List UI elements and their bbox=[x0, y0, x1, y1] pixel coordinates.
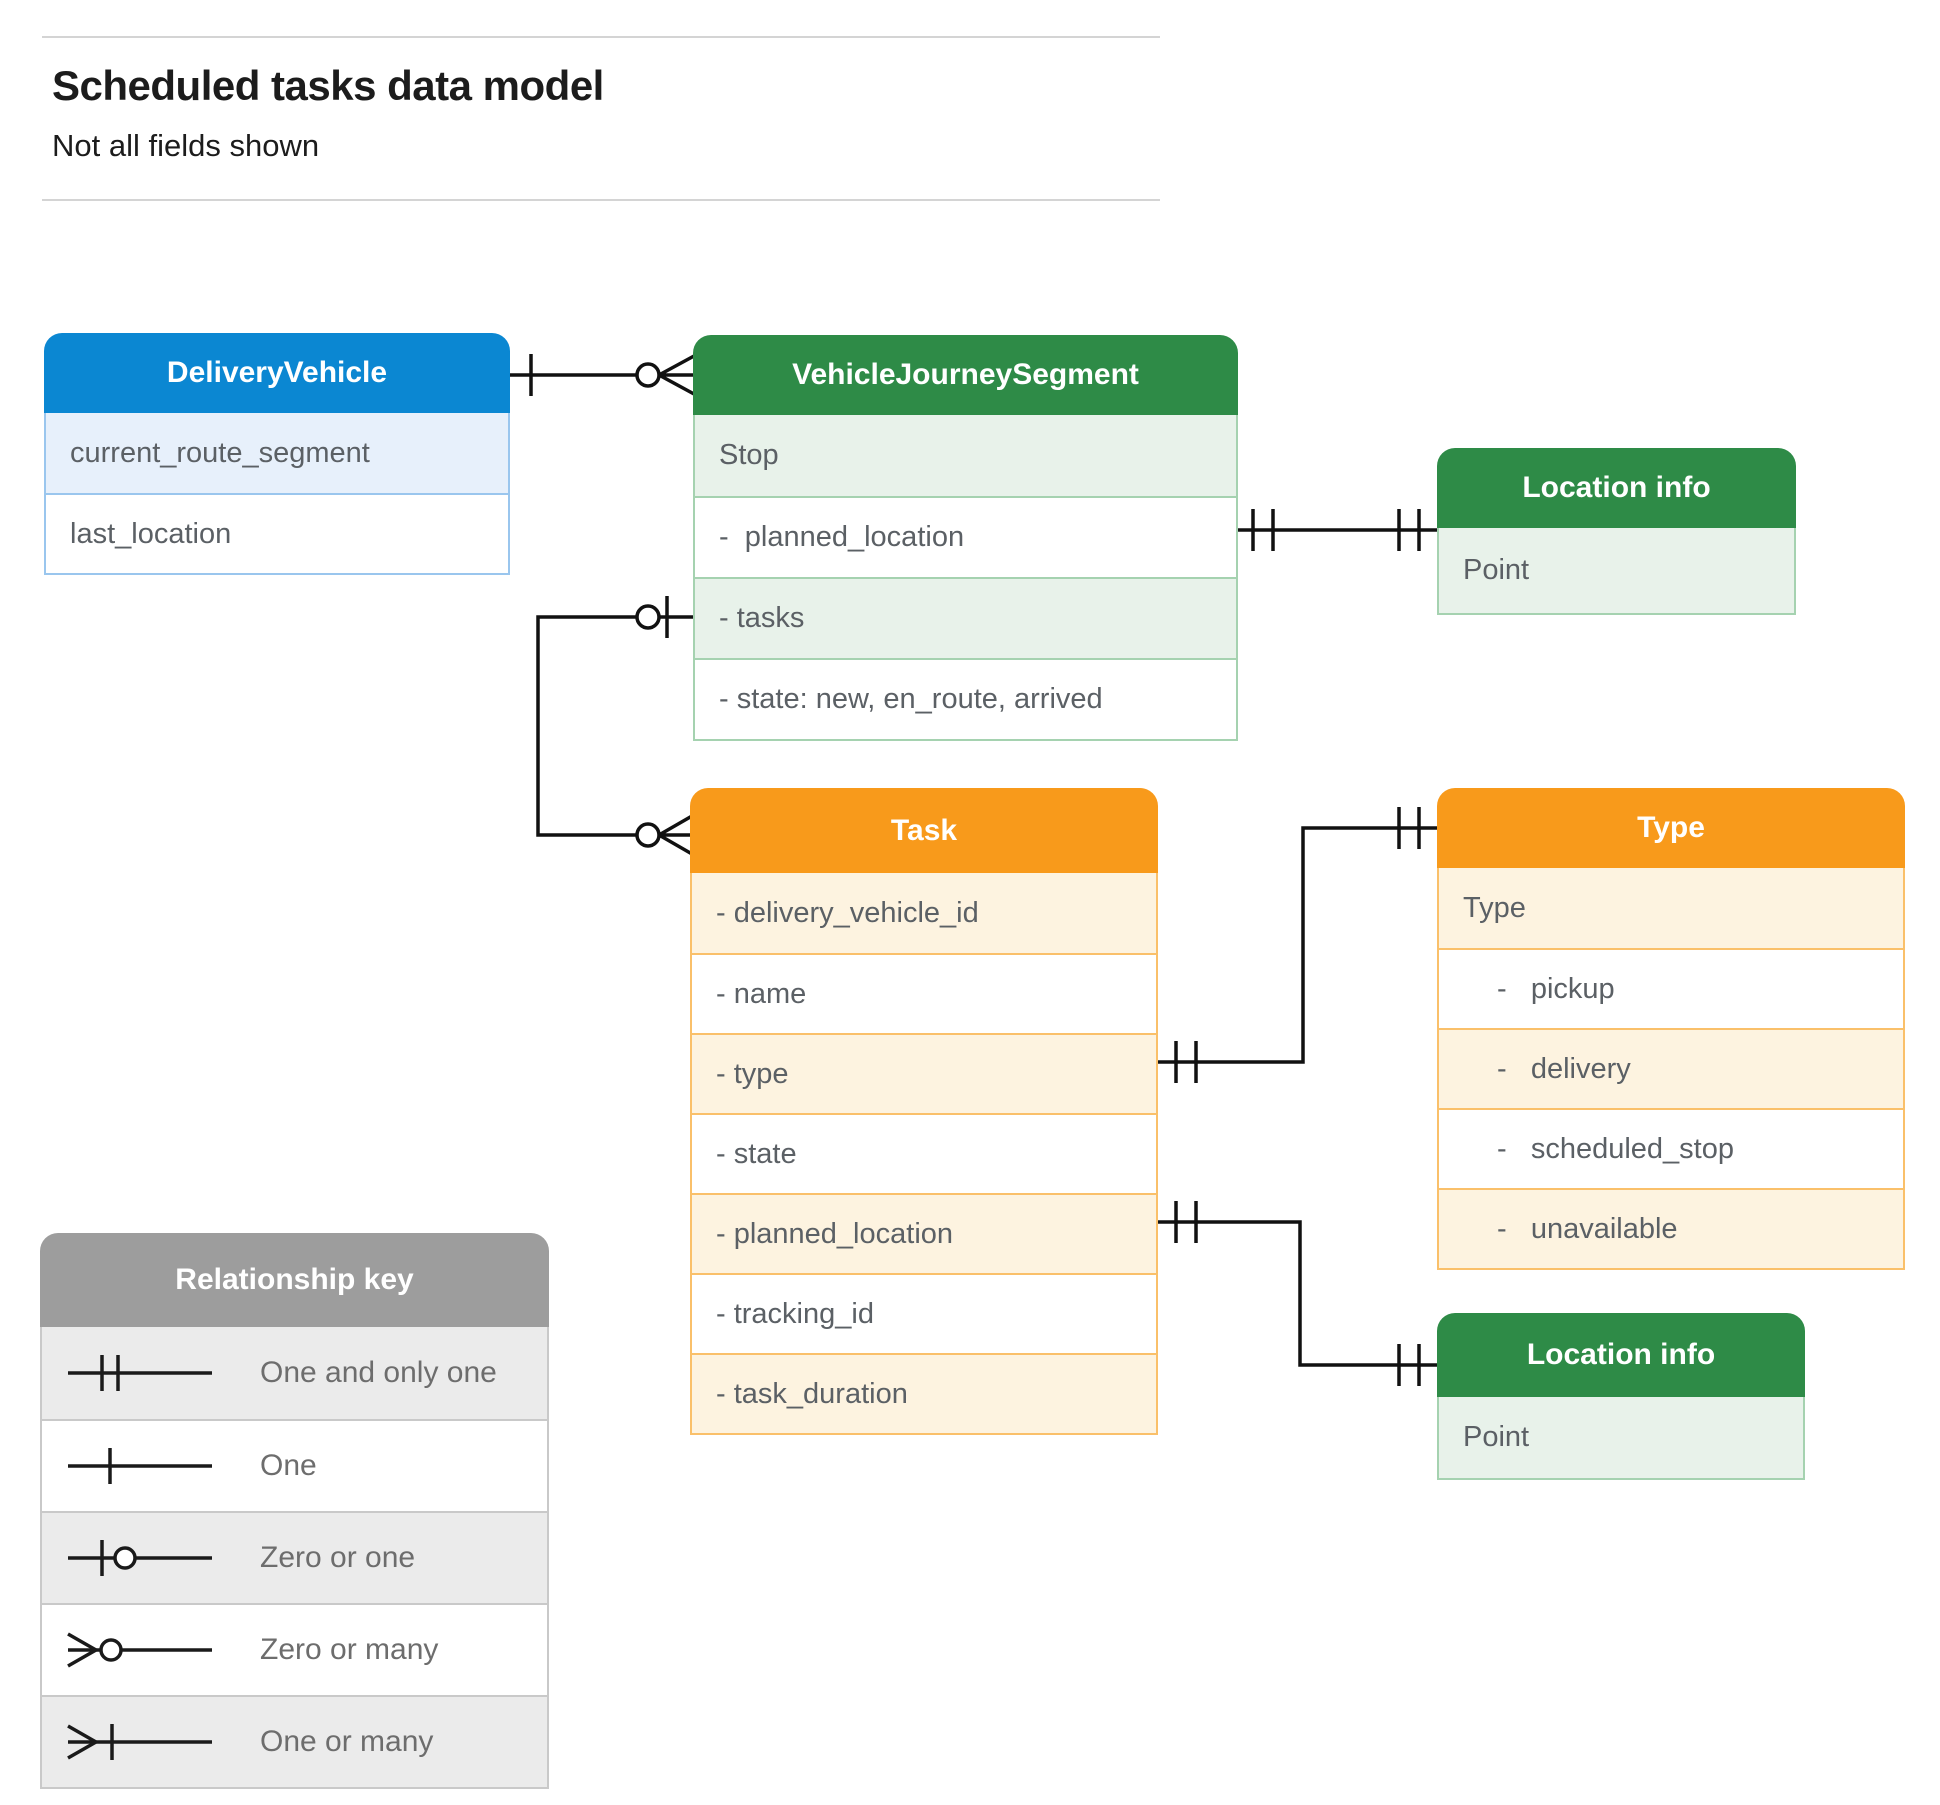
field-row: - name bbox=[692, 953, 1156, 1033]
entity-delivery-vehicle-header: DeliveryVehicle bbox=[44, 333, 510, 413]
field-row: - type bbox=[692, 1033, 1156, 1113]
legend-item: Zero or one bbox=[42, 1511, 547, 1603]
relationship-key-body: One and only one One Zero or one Zero or… bbox=[40, 1327, 549, 1789]
field-row: Type bbox=[1439, 868, 1903, 948]
subtitle-divider bbox=[42, 199, 1160, 201]
field-row: - unavailable bbox=[1439, 1188, 1903, 1268]
entity-delivery-vehicle: DeliveryVehicle current_route_segment la… bbox=[44, 333, 510, 575]
connector-type-to-type-entity bbox=[1158, 807, 1442, 1083]
field-row: - delivery bbox=[1439, 1028, 1903, 1108]
entity-location-info-bottom: Location info Point bbox=[1437, 1313, 1805, 1480]
field-row: - tasks bbox=[695, 577, 1236, 658]
zero-circle-icon bbox=[635, 604, 661, 630]
connector-line bbox=[1158, 1220, 1442, 1367]
entity-vehicle-journey-segment-body: Stop - planned_location - tasks - state:… bbox=[693, 415, 1238, 741]
entity-vehicle-journey-segment: VehicleJourneySegment Stop - planned_loc… bbox=[693, 335, 1238, 741]
zero-or-many-crowfoot-icon bbox=[536, 615, 693, 856]
field-row: Point bbox=[1439, 1397, 1803, 1478]
field-row: Point bbox=[1439, 528, 1794, 613]
entity-vehicle-journey-segment-header: VehicleJourneySegment bbox=[693, 335, 1238, 415]
field-row: - delivery_vehicle_id bbox=[692, 873, 1156, 953]
field-row: - scheduled_stop bbox=[1439, 1108, 1903, 1188]
entity-task: Task - delivery_vehicle_id - name - type… bbox=[690, 788, 1158, 1435]
field-row: - pickup bbox=[1439, 948, 1903, 1028]
one-and-only-one-ticks-icon bbox=[1174, 1201, 1421, 1386]
one-and-only-one-ticks-icon bbox=[1174, 807, 1421, 1083]
relationship-key-title: Relationship key bbox=[175, 1263, 414, 1296]
entity-location-info-top-header: Location info bbox=[1437, 448, 1796, 528]
page-title: Scheduled tasks data model bbox=[52, 62, 604, 109]
entity-title: DeliveryVehicle bbox=[166, 356, 388, 389]
entity-type-header: Type bbox=[1437, 788, 1905, 868]
relationship-key: Relationship key One and only one One Ze… bbox=[40, 1233, 549, 1789]
one-or-many-icon bbox=[67, 1724, 212, 1760]
connector-plannedlocation-to-locationinfo-top bbox=[1238, 509, 1445, 551]
field-row: last_location bbox=[46, 493, 508, 573]
entity-title: VehicleJourneySegment bbox=[792, 358, 1139, 391]
entity-title: Location info bbox=[1526, 1338, 1716, 1371]
connector-deliveryvehicle-to-vehiclejourneysegment bbox=[510, 354, 695, 396]
entity-title: Task bbox=[890, 813, 958, 847]
legend-item-label: One and only one bbox=[260, 1356, 497, 1389]
legend-item-label: One or many bbox=[260, 1725, 434, 1758]
page-subtitle: Not all fields shown bbox=[52, 128, 320, 163]
field-row: - task_duration bbox=[692, 1353, 1156, 1433]
entity-title: Location info bbox=[1522, 471, 1711, 504]
zero-or-many-crowfoot-icon bbox=[510, 354, 695, 396]
entity-title: Type bbox=[1637, 811, 1705, 844]
entity-location-info-top-body: Point bbox=[1437, 528, 1796, 615]
legend-item-label: Zero or one bbox=[260, 1541, 416, 1574]
zero-or-many-icon bbox=[67, 1632, 212, 1668]
connector-tasks-to-task bbox=[536, 596, 693, 856]
entity-delivery-vehicle-body: current_route_segment last_location bbox=[44, 413, 510, 575]
entity-location-info-top: Location info Point bbox=[1437, 448, 1796, 615]
legend-item: One and only one bbox=[42, 1327, 547, 1419]
field-row: - planned_location bbox=[695, 496, 1236, 577]
relationship-key-header: Relationship key bbox=[40, 1233, 549, 1327]
zero-circle-icon bbox=[635, 362, 661, 388]
one-icon bbox=[68, 1448, 212, 1484]
legend-item-label: Zero or many bbox=[260, 1633, 439, 1666]
entity-task-body: - delivery_vehicle_id - name - type - st… bbox=[690, 873, 1158, 1435]
one-and-only-one-icon bbox=[68, 1355, 212, 1391]
field-row: current_route_segment bbox=[46, 413, 508, 493]
entity-location-info-bottom-body: Point bbox=[1437, 1397, 1805, 1480]
zero-circle-icon bbox=[635, 822, 661, 848]
connector-plannedlocation-to-locationinfo-bottom bbox=[1158, 1201, 1442, 1386]
field-row: - state bbox=[692, 1113, 1156, 1193]
field-row: Stop bbox=[695, 415, 1236, 496]
one-and-only-one-ticks-icon bbox=[1251, 509, 1421, 551]
zero-or-one-icon bbox=[68, 1540, 212, 1576]
connector-line bbox=[1158, 826, 1442, 1064]
entity-type: Type Type - pickup - delivery - schedule… bbox=[1437, 788, 1905, 1270]
field-row: - planned_location bbox=[692, 1193, 1156, 1273]
legend-item: Zero or many bbox=[42, 1603, 547, 1695]
entity-task-header: Task bbox=[690, 788, 1158, 873]
field-row: - state: new, en_route, arrived bbox=[695, 658, 1236, 739]
legend-item: One or many bbox=[42, 1695, 547, 1787]
field-row: - tracking_id bbox=[692, 1273, 1156, 1353]
entity-type-body: Type - pickup - delivery - scheduled_sto… bbox=[1437, 868, 1905, 1270]
entity-location-info-bottom-header: Location info bbox=[1437, 1313, 1805, 1397]
legend-item-label: One bbox=[260, 1449, 317, 1482]
top-divider bbox=[42, 36, 1160, 38]
legend-item: One bbox=[42, 1419, 547, 1511]
